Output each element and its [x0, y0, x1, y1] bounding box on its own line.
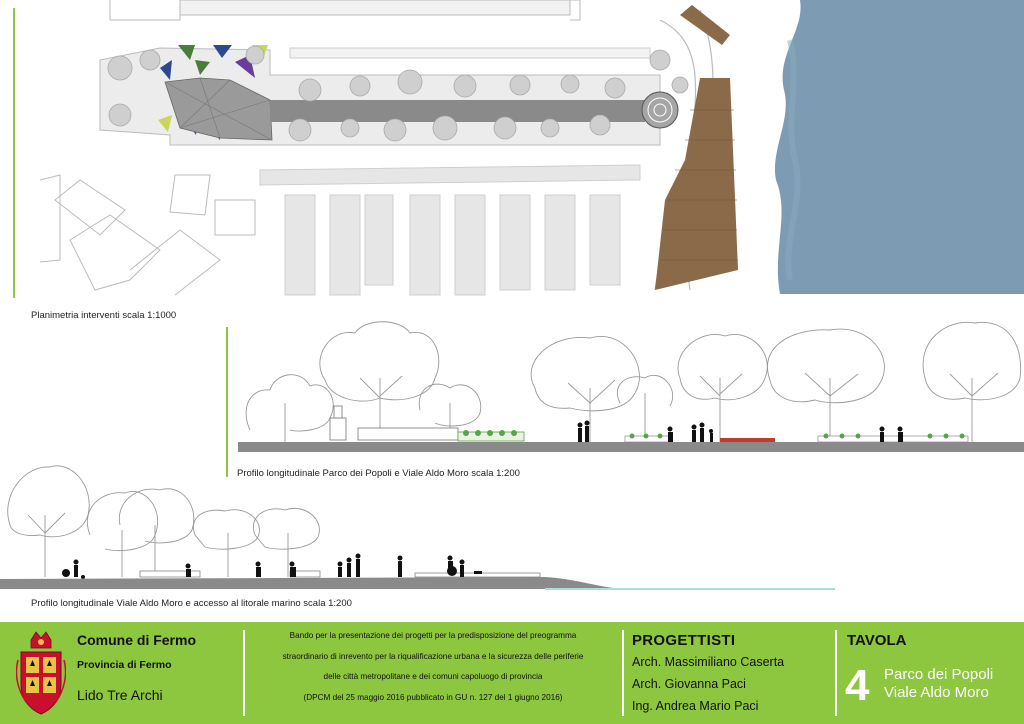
- site-plan: [39, 0, 1024, 296]
- profile-2-drawing: [0, 465, 835, 590]
- sheet-title: TAVOLA: [847, 632, 907, 649]
- wooden-deck: [655, 78, 738, 290]
- designer-1: Arch. Massimiliano Caserta: [632, 655, 785, 669]
- title-block: Comune di Fermo Provincia di Fermo Lido …: [0, 622, 1024, 724]
- municipality-name: Comune di Fermo: [77, 632, 197, 648]
- sheet-subtitle-2: Viale Aldo Moro: [884, 684, 989, 701]
- divider-2: [622, 630, 624, 716]
- plan-accent-line: [13, 8, 15, 298]
- bando-line-4: (DPCM del 25 maggio 2016 pubblicato in G…: [303, 692, 563, 702]
- bando-text: Bando per la presentazione dei progetti …: [250, 626, 616, 708]
- profile-1-drawing: [238, 321, 1024, 452]
- profile1-caption: Profilo longitudinale Parco dei Popoli e…: [237, 468, 520, 479]
- profile2-caption: Profilo longitudinale Viale Aldo Moro e …: [31, 598, 352, 609]
- designer-2: Arch. Giovanna Paci: [632, 677, 746, 691]
- profile2-ground: [0, 577, 620, 589]
- designers-title: PROGETTISTI: [632, 632, 736, 649]
- divider-3: [835, 630, 837, 716]
- location-name: Lido Tre Archi: [77, 687, 163, 703]
- bando-line-3: delle città metropolitane e dei comuni c…: [323, 672, 543, 681]
- coat-of-arms-icon: [16, 631, 66, 715]
- avenue: [270, 100, 645, 122]
- divider-1: [243, 630, 245, 716]
- sheet-subtitle-1: Parco dei Popoli: [884, 666, 994, 683]
- bando-line-2: straordinario di inrevento per la riqual…: [282, 651, 584, 661]
- profile1-accent-line: [226, 327, 228, 477]
- designer-3: Ing. Andrea Mario Paci: [632, 699, 759, 713]
- province-name: Provincia di Fermo: [77, 659, 172, 671]
- sea-area: [774, 0, 1024, 294]
- plan-caption: Planimetria interventi scala 1:1000: [31, 310, 177, 321]
- sheet-number: 4: [845, 661, 870, 710]
- profile1-ground: [238, 442, 1024, 452]
- bando-line-1: Bando per la presentazione dei progetti …: [289, 631, 577, 640]
